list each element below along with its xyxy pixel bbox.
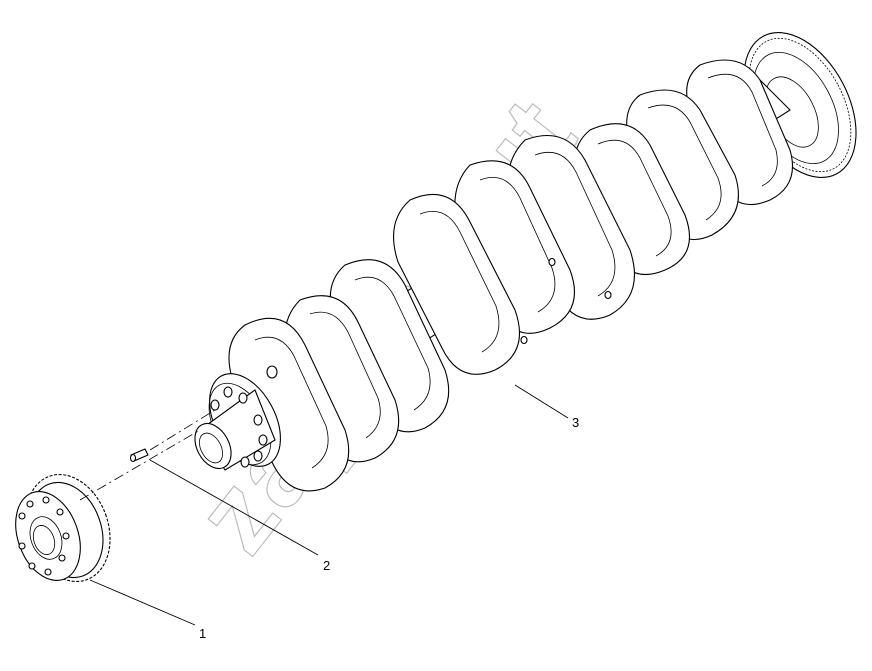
callout-1: 1 — [199, 626, 206, 641]
crankshaft-gear — [15, 473, 111, 583]
callout-3: 3 — [572, 415, 579, 430]
crankshaft — [194, 31, 857, 492]
crankshaft-nose — [194, 365, 281, 471]
oil-holes — [520, 257, 612, 345]
callout-2: 2 — [323, 558, 330, 573]
crank-webs — [228, 59, 794, 492]
alignment-centerlines — [79, 409, 216, 501]
leader-lines — [89, 384, 569, 626]
dowel-pin — [129, 448, 149, 463]
